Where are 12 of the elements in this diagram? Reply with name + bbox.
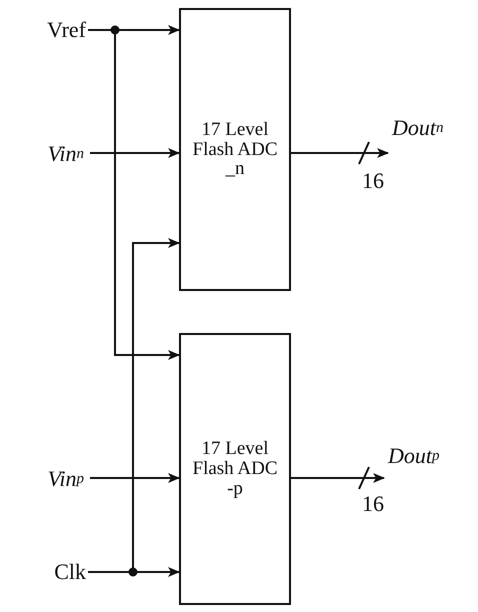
block-label: 17 Level Flash ADC -p	[192, 439, 278, 499]
block-label: 17 Level Flash ADC _n	[192, 120, 278, 180]
signal-arrow	[90, 473, 180, 483]
signal-arrow	[291, 148, 389, 158]
adc-block	[179, 8, 291, 291]
bus-width-label: 16	[362, 493, 384, 515]
signal-arrow	[90, 148, 180, 158]
input-signal-label: Clk	[10, 558, 86, 586]
adc-block	[179, 333, 291, 605]
input-signal-label: Vref	[10, 16, 86, 44]
signal-arrow	[291, 473, 385, 483]
bus-width-label: 16	[362, 170, 384, 192]
